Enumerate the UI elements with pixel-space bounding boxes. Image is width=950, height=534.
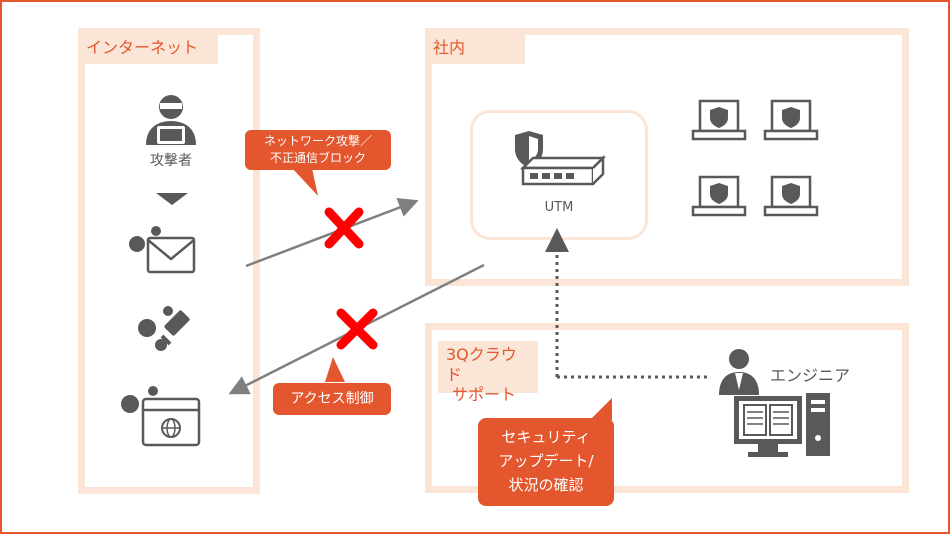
hacker-icon bbox=[146, 95, 196, 145]
update-callout-line3: 状況の確認 bbox=[508, 476, 584, 494]
laptop-shield-icon bbox=[691, 175, 747, 217]
utm-label: UTM bbox=[544, 200, 574, 215]
laptop-shield-icon bbox=[763, 99, 819, 141]
router-icon bbox=[519, 154, 607, 186]
office-title: 社内 bbox=[425, 34, 525, 64]
inbound-attack-arrow bbox=[245, 197, 419, 268]
update-callout-line1: セキュリティ bbox=[501, 428, 591, 446]
attacker-label: 攻撃者 bbox=[150, 153, 192, 169]
block-callout: ネットワーク攻撃／ 不正通信ブロック bbox=[245, 130, 391, 170]
support-title: 3Qクラウド サポート bbox=[438, 341, 538, 404]
monitor-icon bbox=[734, 396, 802, 457]
internet-title: インターネット bbox=[78, 34, 218, 64]
block-callout-line2: 不正通信ブロック bbox=[269, 151, 366, 165]
server-tower-icon bbox=[806, 393, 830, 456]
access-callout: アクセス制御 bbox=[273, 383, 391, 415]
access-cross-icon bbox=[336, 308, 378, 350]
laptop-shield-icon bbox=[763, 175, 819, 217]
block-callout-line1: ネットワーク攻撃／ bbox=[263, 134, 372, 148]
block-callout-pointer bbox=[292, 168, 318, 196]
support-title-line2: サポート bbox=[452, 385, 517, 404]
update-callout-line2: アップデート/ bbox=[498, 452, 594, 470]
virus-usb-icon bbox=[138, 306, 190, 351]
update-callout: セキュリティ アップデート/ 状況の確認 bbox=[478, 418, 614, 506]
access-callout-pointer bbox=[325, 357, 345, 382]
update-callout-pointer bbox=[590, 398, 612, 420]
engineer-label: エンジニア bbox=[770, 366, 851, 385]
office-panel bbox=[425, 28, 909, 286]
virus-website-icon bbox=[121, 386, 201, 447]
laptop-shield-icon bbox=[691, 99, 747, 141]
access-callout-text: アクセス制御 bbox=[290, 391, 374, 407]
engineer-icon bbox=[719, 349, 759, 395]
support-title-line1: 3Qクラウド bbox=[446, 345, 517, 384]
block-cross-icon bbox=[324, 207, 364, 249]
virus-mail-icon bbox=[129, 226, 196, 274]
flow-down-triangle bbox=[156, 193, 188, 205]
